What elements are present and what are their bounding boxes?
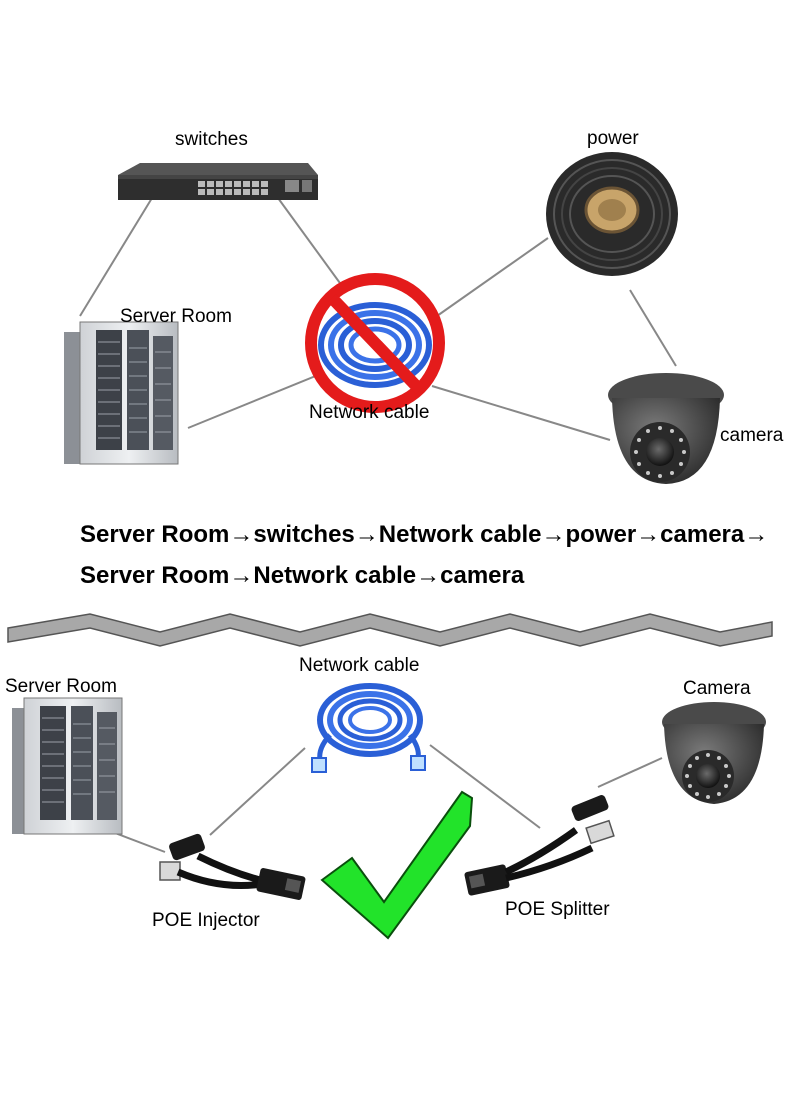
camera-label: Camera <box>683 678 751 699</box>
dome-camera-icon <box>608 373 724 484</box>
top-connector-lines <box>79 197 677 441</box>
flow-line-poe: Server Room→Network cable→camera <box>80 562 525 589</box>
bottom-connector-lines <box>101 744 663 853</box>
switches-label: switches <box>175 129 248 150</box>
network-switch-icon <box>118 163 318 200</box>
flow-line-traditional: Server Room→switches→Network cable→power… <box>80 521 769 548</box>
dome-camera-icon <box>662 702 766 804</box>
camera-label: camera <box>720 425 784 446</box>
server-rack-icon <box>64 321 179 465</box>
power-label: power <box>587 128 639 149</box>
network-cable-coil-icon <box>311 683 426 773</box>
wave-divider <box>7 613 773 647</box>
prohibition-sign-icon <box>305 273 445 413</box>
server-rack-icon <box>12 697 123 835</box>
network-cable-label: Network cable <box>299 655 420 676</box>
poe-splitter-icon <box>464 795 615 896</box>
poe-splitter-label: POE Splitter <box>505 899 610 920</box>
network-cable-coil-icon <box>318 302 432 388</box>
server-room-label: Server Room <box>5 676 117 697</box>
server-room-label: Server Room <box>120 306 232 327</box>
power-cable-coil-icon <box>546 152 678 276</box>
checkmark-icon <box>320 790 474 940</box>
poe-injector-icon <box>159 833 306 900</box>
poe-injector-label: POE Injector <box>152 910 260 931</box>
network-cable-label: Network cable <box>309 402 430 423</box>
